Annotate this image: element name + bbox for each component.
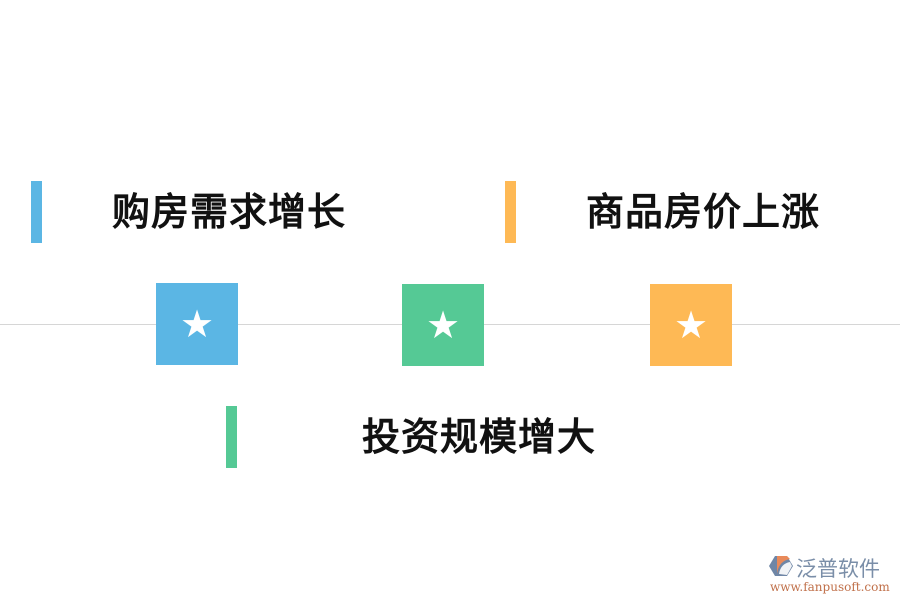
accent-bar-orange: [505, 181, 516, 243]
star-icon: ★: [673, 303, 709, 347]
watermark-brand: 泛普软件: [796, 557, 880, 581]
label-demand-growth: 购房需求增长: [112, 190, 347, 234]
timeline-node-3: ★: [650, 284, 732, 366]
star-icon: ★: [425, 303, 461, 347]
accent-bar-blue: [31, 181, 42, 243]
label-price-rise: 商品房价上涨: [586, 190, 821, 234]
timeline-node-2: ★: [402, 284, 484, 366]
label-investment-growth: 投资规模增大: [362, 415, 597, 459]
timeline-node-1: ★: [156, 283, 238, 365]
star-icon: ★: [179, 302, 215, 346]
fanpu-logo-icon: [769, 556, 793, 576]
watermark-logo: 泛普软件 www.fanpusoft.com: [768, 553, 898, 597]
watermark-url: www.fanpusoft.com: [770, 580, 890, 594]
accent-bar-green: [226, 406, 237, 468]
